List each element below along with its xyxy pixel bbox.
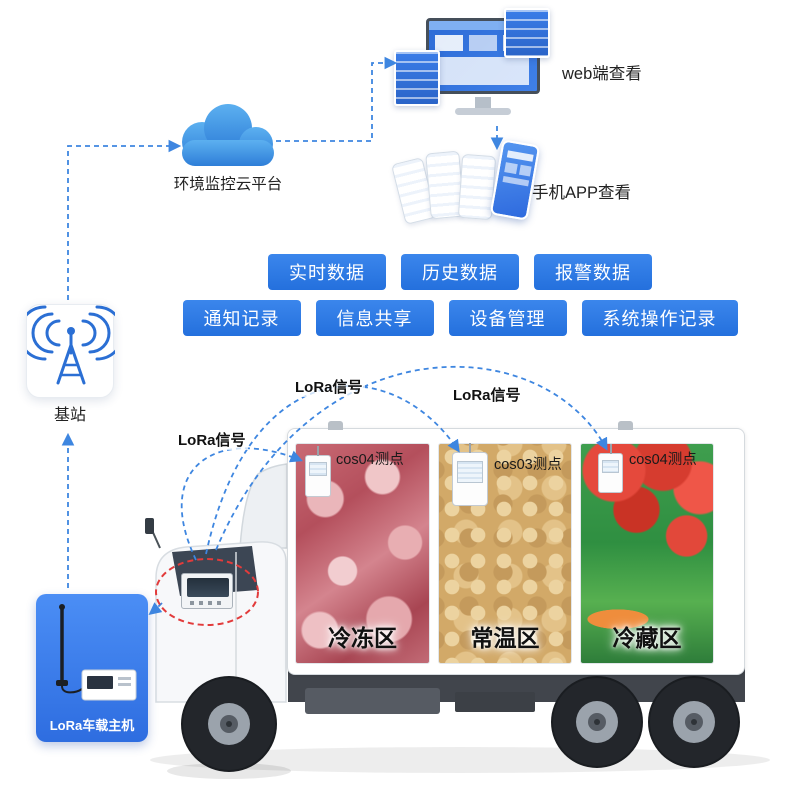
roof-bracket [328, 421, 343, 430]
base-station-label: 基站 [53, 407, 86, 424]
front-wheel [181, 676, 277, 772]
sensor-label-1: cos04测点 [336, 452, 404, 468]
mirror-arm [150, 527, 161, 549]
lora-signal-label-right: LoRa信号 [451, 384, 523, 405]
base-station-card [17, 304, 125, 398]
lora-arc-left [180, 447, 303, 561]
web-view-label: web端查看 [562, 65, 642, 83]
mobile-app-icon [390, 139, 541, 240]
front-wheel-shadow [167, 763, 291, 779]
zone-ambient-label: 常温区 [470, 625, 540, 651]
rear-wheel-1 [551, 676, 643, 768]
side-mirror [145, 518, 154, 534]
lora-host-label: LoRa车载主机 [49, 718, 135, 733]
sensor-device-1 [305, 455, 331, 497]
vehicle-display-screen [187, 578, 229, 597]
toolbox [455, 692, 535, 712]
rear-wheel-2 [648, 676, 740, 768]
cab-body [155, 541, 287, 703]
sensor-screen [602, 460, 619, 473]
feature-tag-row-1: 实时数据 历史数据 报警数据 [60, 254, 800, 290]
web-dashboard-icon [394, 8, 573, 134]
cloud-icon [172, 98, 284, 170]
roof-bracket [618, 421, 633, 430]
tag-alarm-data: 报警数据 [534, 254, 652, 290]
lora-host-card: LoRa车载主机 [36, 594, 148, 742]
monitor-stand [475, 97, 491, 109]
sensor-label-2: cos03测点 [494, 457, 562, 473]
sensor-screen [309, 462, 327, 476]
tag-system-operation-log: 系统操作记录 [581, 300, 738, 336]
monitor-base [455, 108, 511, 115]
truck-shadow [150, 747, 770, 773]
floating-panel-right [504, 8, 550, 58]
zone-cold-label: 冷藏区 [612, 625, 682, 651]
tag-device-management: 设备管理 [448, 300, 567, 336]
lora-signal-label-left: LoRa信号 [176, 429, 248, 450]
floating-panel-left [394, 50, 440, 106]
app-view-label: 手机APP查看 [532, 184, 632, 202]
sensor-device-2 [452, 452, 488, 506]
vehicle-display-buttons [190, 601, 226, 605]
lora-host-device-icon [56, 604, 137, 701]
fuel-tank [305, 688, 440, 714]
sensor-label-3: cos04测点 [629, 452, 697, 468]
tag-realtime-data: 实时数据 [268, 254, 386, 290]
lora-signal-label-mid: LoRa信号 [293, 376, 365, 397]
feature-tag-row-2: 通知记录 信息共享 设备管理 系统操作记录 [60, 300, 800, 336]
tag-history-data: 历史数据 [401, 254, 519, 290]
cloud-platform-label: 环境监控云平台 [173, 176, 283, 193]
tag-notification-log: 通知记录 [182, 300, 301, 336]
link-cloud-to-web [276, 56, 398, 142]
zone-freezer-label: 冷冻区 [328, 625, 397, 651]
link-device-to-host [148, 602, 163, 615]
sensor-screen [457, 461, 483, 483]
vehicle-display-device [181, 573, 233, 609]
tag-info-sharing: 信息共享 [315, 300, 434, 336]
sensor-device-3 [598, 453, 623, 493]
wind-deflector [239, 463, 288, 549]
